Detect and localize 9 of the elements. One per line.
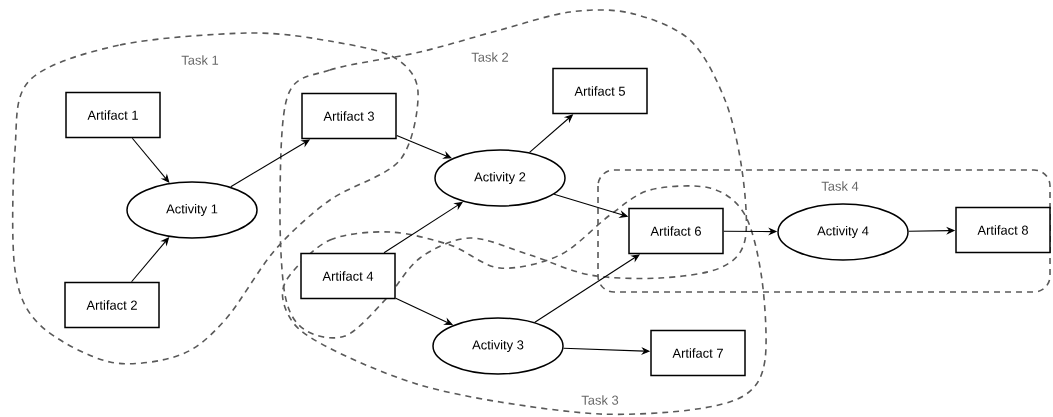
artifact-box: Artifact 5 xyxy=(552,67,648,115)
artifact-box: Artifact 7 xyxy=(650,329,746,377)
arrow xyxy=(131,137,170,183)
artifact-box: Artifact 6 xyxy=(628,207,724,255)
artifact-box: Artifact 4 xyxy=(300,252,396,300)
artifact-box: Artifact 2 xyxy=(64,281,160,329)
artifact-box: Artifact 3 xyxy=(301,92,397,140)
artifact-box: Artifact 8 xyxy=(955,206,1051,254)
artifact-box: Artifact 1 xyxy=(65,91,161,139)
